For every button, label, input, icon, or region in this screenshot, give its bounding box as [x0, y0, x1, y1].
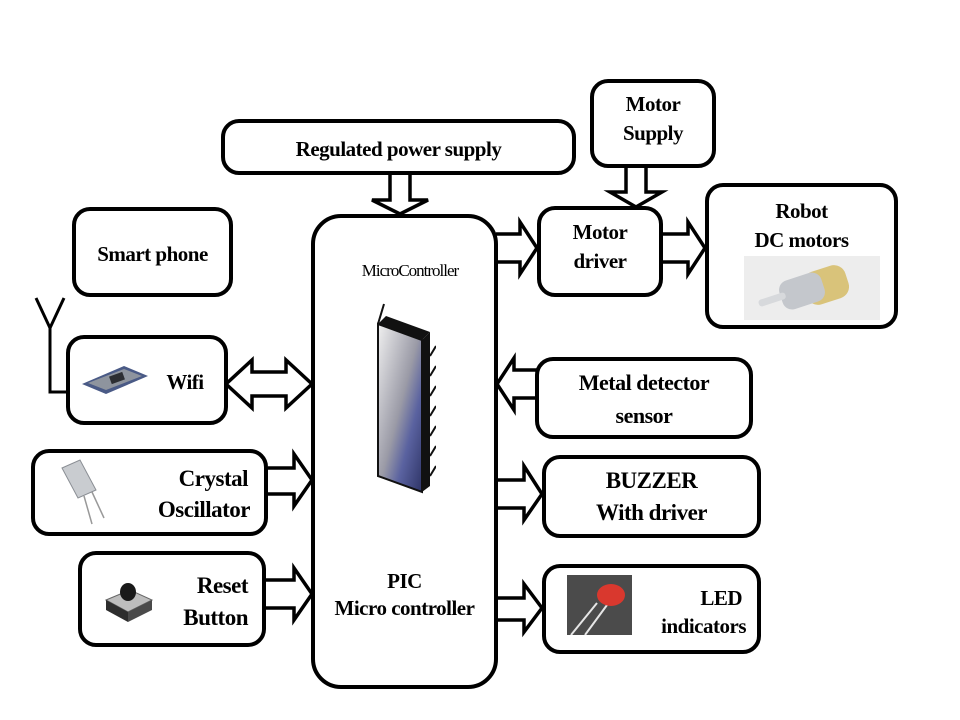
arrow-motorsupply-to-driver — [603, 166, 669, 210]
crystal-oscillator-block — [31, 449, 268, 536]
led-photo — [567, 575, 632, 635]
arrow-sensor-to-mcu — [494, 352, 538, 416]
antenna-icon — [34, 297, 68, 394]
smart-phone-label: Smart phone — [97, 242, 208, 266]
motor-driver-block — [537, 206, 663, 297]
microcontroller-label-1: PIC — [387, 569, 422, 593]
robot-dc-motors-label-2: DC motors — [754, 228, 849, 252]
crystal-photo — [61, 459, 105, 525]
arrow-mcu-to-buzzer — [496, 460, 545, 526]
reset-button-label-2: Button — [183, 605, 248, 630]
regulated-power-supply-block — [221, 119, 576, 175]
reset-button-block — [78, 551, 266, 647]
buzzer-label-1: BUZZER — [605, 468, 698, 493]
regulated-power-supply-label: Regulated power supply — [295, 137, 502, 161]
motor-supply-label-1: Motor — [625, 92, 681, 116]
buzzer-label-2: With driver — [596, 500, 707, 525]
wifi-module-photo — [82, 366, 148, 394]
robot-dc-motors-label-1: Robot — [775, 199, 828, 223]
arrow-power-to-mcu — [371, 172, 429, 216]
arrow-mcu-to-motordriver — [496, 216, 540, 280]
wifi-block — [66, 335, 228, 425]
arrow-reset-to-mcu — [264, 562, 315, 626]
motor-driver-label-1: Motor — [572, 220, 628, 244]
reset-button-label-1: Reset — [196, 573, 249, 598]
arrow-driver-to-robot — [662, 216, 708, 280]
dc-motor-photo — [744, 256, 880, 320]
push-button-photo — [104, 583, 154, 622]
crystal-oscillator-label-1: Crystal — [178, 466, 249, 491]
led-indicators-label-2: indicators — [661, 614, 746, 638]
wifi-label: Wifi — [166, 370, 204, 394]
crystal-oscillator-label-2: Oscillator — [157, 497, 251, 522]
smart-phone-block — [72, 207, 233, 297]
buzzer-block — [542, 455, 761, 538]
microcontroller-label-2: Micro controller — [334, 596, 475, 620]
led-indicators-label-1: LED — [700, 586, 742, 610]
arrow-mcu-to-led — [496, 578, 545, 638]
metal-detector-sensor-block — [535, 357, 753, 439]
metal-detector-sensor-label-1: Metal detector — [578, 370, 710, 395]
motor-supply-block — [590, 79, 716, 168]
metal-detector-sensor-label-2: sensor — [615, 403, 673, 428]
chip-caption: MicroController — [361, 261, 459, 280]
dip-chip-icon — [377, 303, 436, 494]
arrow-wifi-mcu-bidirectional — [223, 356, 315, 412]
motor-supply-label-2: Supply — [622, 121, 684, 145]
arrow-crystal-to-mcu — [268, 448, 315, 512]
motor-driver-label-2: driver — [573, 249, 627, 273]
